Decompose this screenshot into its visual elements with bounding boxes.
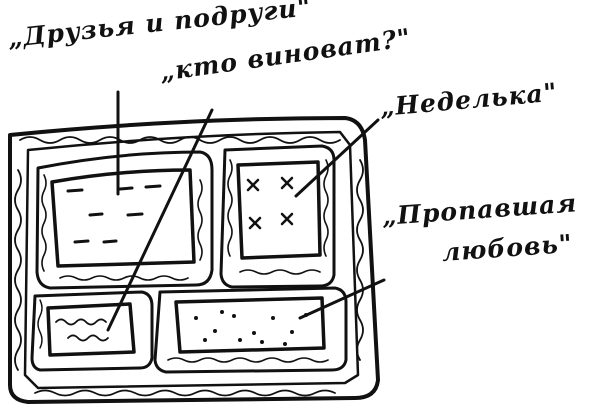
panel-friends — [35, 150, 214, 290]
pointer-week — [294, 118, 380, 198]
pointer-lines — [106, 90, 386, 332]
frame-wave-texture — [14, 136, 364, 397]
pointer-lost-love — [298, 278, 386, 320]
panel-lost-love — [153, 286, 348, 374]
week-crosses — [246, 176, 294, 230]
pointer-who-is-guilty — [106, 108, 214, 332]
panel-week — [219, 144, 336, 289]
lost-love-dots — [194, 310, 308, 346]
panel-who-is-guilty — [30, 290, 154, 372]
outer-frame — [8, 116, 380, 404]
